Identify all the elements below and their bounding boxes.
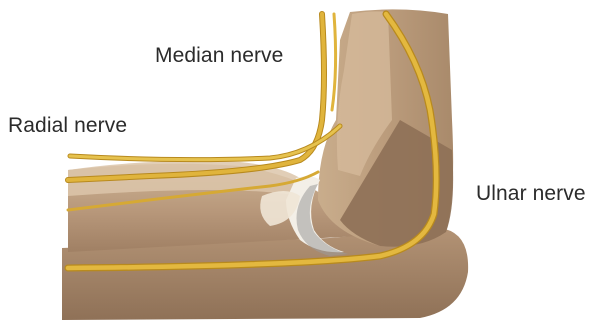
median-nerve-label: Median nerve [155, 44, 283, 68]
ulnar-nerve-label: Ulnar nerve [476, 182, 586, 206]
radial-nerve-label: Radial nerve [8, 114, 127, 138]
median-nerve-branch [332, 14, 336, 110]
